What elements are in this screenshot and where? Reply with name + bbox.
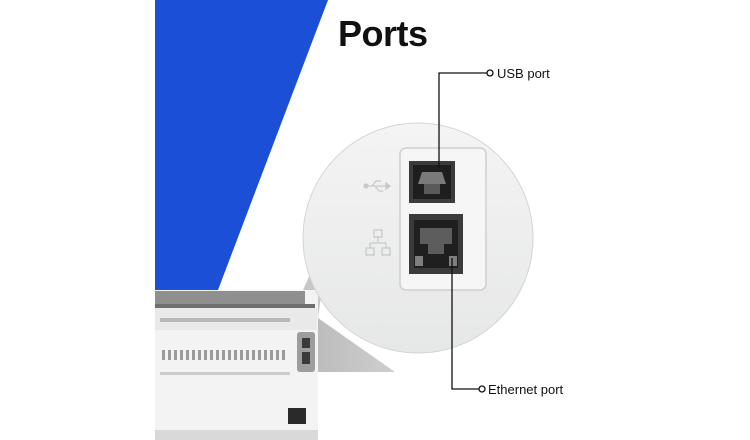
- ethernet-port-label: Ethernet port: [488, 382, 564, 397]
- printer-vent-grille: [162, 350, 285, 360]
- ethernet-callout-line: [451, 258, 486, 393]
- blue-accent-shape: [155, 0, 328, 290]
- network-symbol-icon: [365, 229, 391, 256]
- printer-illustration: [155, 290, 318, 440]
- usb-port-label: USB port: [497, 66, 550, 81]
- usb-port-socket: [409, 161, 455, 203]
- ethernet-port-socket: [409, 214, 463, 274]
- magnifier-cone: [305, 318, 395, 372]
- usb-callout-line: [438, 69, 494, 168]
- port-plate: [363, 147, 487, 291]
- page-title: Ports: [338, 13, 428, 54]
- usb-symbol-icon: [363, 180, 392, 192]
